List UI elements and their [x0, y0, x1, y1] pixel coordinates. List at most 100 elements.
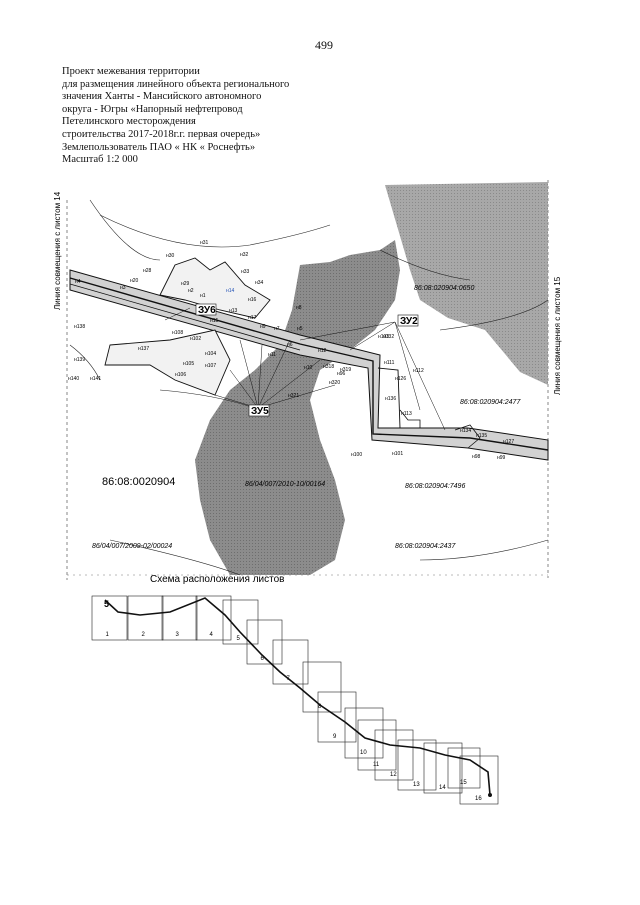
title-block: Проект межевания территории для размещен… — [62, 66, 302, 167]
scheme-title: Схема расположения листов — [150, 574, 284, 585]
point-label: н320 — [329, 380, 340, 386]
cadastral-label-2477: 86:08:020904:2477 — [460, 399, 521, 406]
survey-lines — [164, 307, 446, 431]
sheet-number: 14 — [439, 785, 446, 791]
sheet-frame — [195, 595, 232, 641]
sheet-frame — [447, 747, 481, 789]
sheet-frame — [161, 595, 198, 641]
point-label: н15 — [210, 318, 219, 324]
point-label: н7 — [274, 326, 280, 332]
sheet-frame — [459, 755, 499, 805]
point-label: н5 — [297, 326, 303, 332]
sheet-frame — [302, 661, 342, 713]
point-label: н10 — [304, 365, 313, 371]
point-label: н6 — [287, 342, 293, 348]
point-label: н112 — [413, 368, 424, 374]
sheet-number: 12 — [390, 772, 397, 778]
title-line: значения Ханты - Мансийского автономного — [62, 91, 262, 103]
route-start-label: 5 — [104, 599, 109, 609]
point-label: н96 — [337, 371, 346, 377]
right-match-line-label: Линия совмещения с листом 15 — [553, 276, 562, 395]
point-label: н100 — [351, 452, 362, 458]
sheet-number: 4 — [210, 632, 214, 638]
point-label: н16 — [248, 297, 257, 303]
point-label: н103 — [378, 334, 389, 340]
point-label: н29 — [181, 281, 190, 287]
right-forest-area — [385, 182, 548, 385]
point-label: н34 — [255, 280, 264, 286]
sheet-frame — [423, 742, 463, 794]
point-label: н113 — [401, 411, 412, 417]
scale-line: Масштаб 1:2 000 — [62, 154, 138, 166]
point-label: н319 — [340, 367, 351, 373]
point-label: н132 — [383, 334, 394, 340]
sheet-number: 3 — [176, 632, 180, 638]
forest-area — [195, 240, 400, 575]
point-label: н137 — [138, 346, 149, 352]
point-label: н4 — [75, 279, 81, 285]
point-label: н31 — [200, 240, 209, 246]
point-label: н102 — [190, 336, 201, 342]
point-label: н20 — [130, 278, 139, 284]
point-label: н11 — [268, 352, 276, 358]
point-label: н13 — [229, 308, 238, 314]
route-line — [104, 597, 491, 796]
point-label: н32 — [240, 252, 249, 258]
sheet-frame — [91, 595, 128, 641]
cadastral-label-7496: 86:08:020904:7496 — [405, 483, 465, 490]
sheet-number: 5 — [237, 636, 241, 642]
sheet-number: 11 — [373, 762, 380, 768]
point-label: н28 — [143, 268, 152, 274]
sheet-frame — [222, 599, 259, 645]
sheet-frame — [374, 729, 414, 781]
sheet-number: 6 — [261, 656, 265, 662]
point-label: н134 — [460, 428, 471, 434]
sheet-number: 15 — [460, 780, 467, 786]
sheet-frame — [246, 619, 283, 665]
point-label: н321 — [288, 393, 299, 399]
cadastral-label-2437: 86:08:020904:2437 — [395, 543, 456, 550]
point-label: н138 — [74, 324, 85, 330]
point-label: н127 — [503, 439, 514, 445]
point-label: н106 — [175, 372, 186, 378]
page-number: 499 — [315, 38, 333, 52]
point-label: н3 — [120, 285, 126, 291]
point-label: н17 — [248, 315, 257, 321]
point-label: н33 — [241, 269, 250, 275]
sheet-number: 13 — [413, 782, 420, 788]
point-label: н14 — [226, 288, 235, 294]
sheet-frame — [127, 595, 164, 641]
point-label: н30 — [166, 253, 175, 259]
parcel-label-zu5: ЗУ5 — [251, 406, 269, 417]
parcel-label-zu2: ЗУ2 — [400, 316, 418, 327]
point-label: н12 — [318, 348, 327, 354]
sheet-number: 8 — [318, 704, 322, 710]
point-label: н105 — [183, 361, 194, 367]
sheet-number: 2 — [142, 632, 146, 638]
point-label: н318 — [323, 364, 334, 370]
sheet-frame — [397, 739, 437, 791]
point-label: н141 — [90, 376, 101, 382]
title-line: Землепользователь ПАО « НК « Роснефть» — [62, 141, 256, 153]
point-label: н98 — [472, 454, 481, 460]
route-end-marker — [488, 793, 492, 797]
sheet-number: 16 — [475, 796, 482, 802]
parcel-labels: ЗУ6 ЗУ2 ЗУ5 — [195, 303, 419, 417]
point-label: н9 — [260, 324, 266, 330]
left-match-line-label: Линия совмещения с листом 14 — [53, 191, 62, 310]
sheet-frame — [344, 707, 384, 759]
point-label: н99 — [497, 455, 506, 461]
sheet-number: 1 — [106, 632, 110, 638]
cadastral-label-0650: 86:08:020904:0650 — [414, 285, 474, 292]
cadastral-label-00024: 86/04/007/2009-02/00024 — [92, 543, 172, 550]
sheet-number: 10 — [360, 750, 367, 756]
point-label: н108 — [172, 330, 183, 336]
title-line: для размещения линейного объекта региона… — [62, 78, 290, 90]
parcel-label-zu6: ЗУ6 — [198, 305, 216, 316]
point-label: н140 — [68, 376, 79, 382]
sheet-frame — [317, 691, 357, 743]
point-label: н104 — [205, 351, 216, 357]
